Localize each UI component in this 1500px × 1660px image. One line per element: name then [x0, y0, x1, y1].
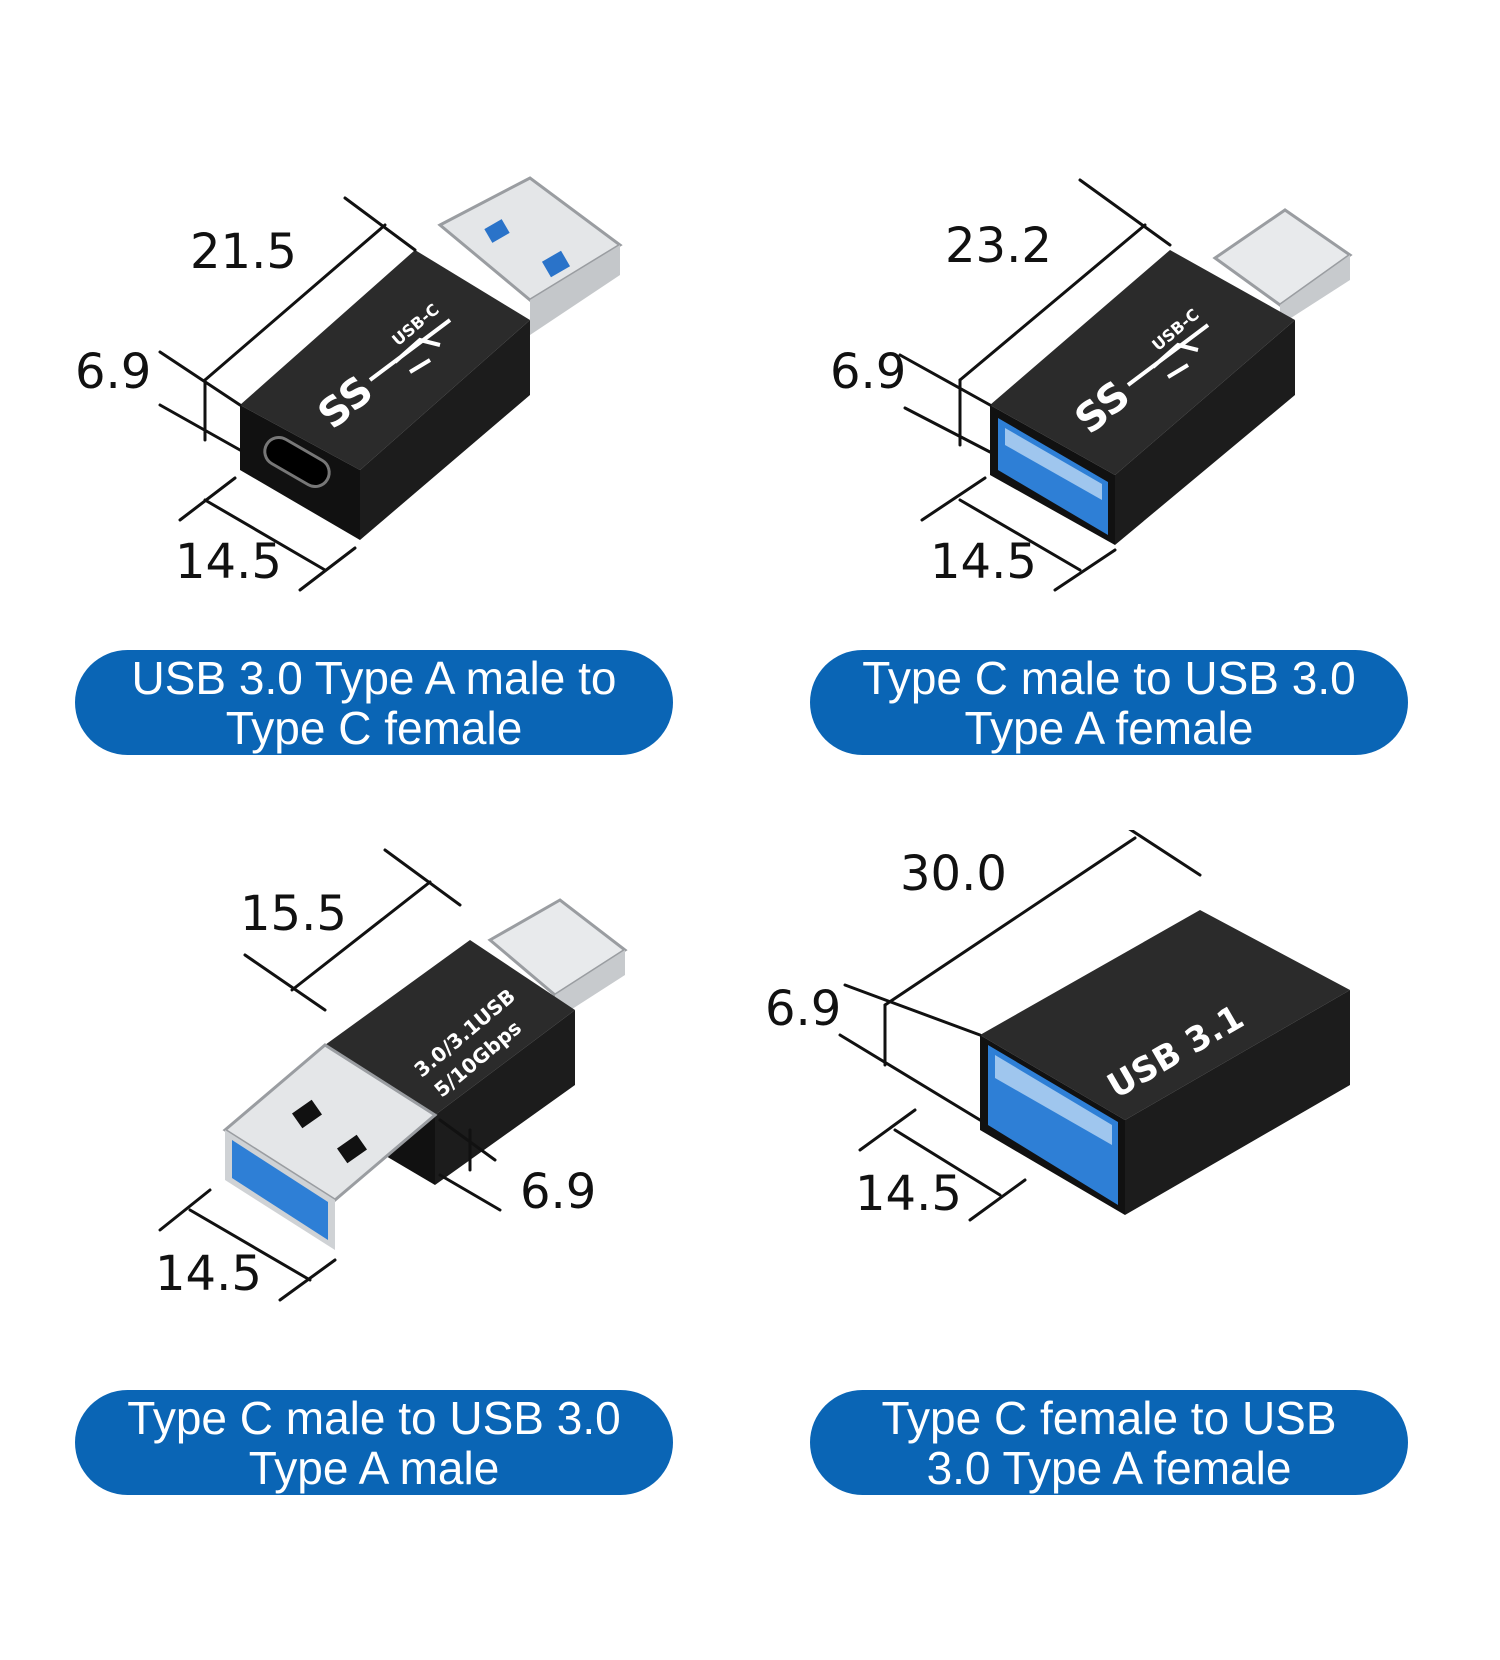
adapter-illustration-c-female-to-a-female: USB 3.1 30.0 6.9 14.5 [765, 830, 1350, 1222]
height-dimension: 6.9 [765, 981, 841, 1037]
adapter-body: USB 3.1 [980, 910, 1350, 1215]
label-line-2: 3.0 Type A female [926, 1441, 1292, 1494]
length-dimension: 30.0 [900, 846, 1007, 902]
label-line-2: Type A male [248, 1441, 500, 1494]
length-dimension: 15.5 [240, 886, 347, 942]
height-dimension: 6.9 [830, 344, 906, 400]
label-line-2: Type C female [225, 701, 523, 754]
width-dimension: 14.5 [155, 1246, 262, 1302]
product-panel-2: SS USB-C 23.2 6.9 14.5 Type C male to US… [750, 0, 1500, 830]
product-label: USB 3.0 Type A male to Type C female [75, 650, 673, 755]
label-line-1: USB 3.0 Type A male to [131, 651, 617, 704]
usb-c-plug [487, 898, 628, 1020]
width-dimension: 14.5 [175, 534, 282, 590]
product-panel-1: SS USB-C 21.5 6.9 14.5 USB 3.0 Type A ma… [0, 0, 750, 830]
usb-trident-icon [1126, 323, 1210, 387]
length-dimension: 23.2 [945, 218, 1052, 274]
usb-a-plug [222, 1043, 438, 1250]
usb-trident-icon [368, 318, 452, 382]
product-label: Type C male to USB 3.0 Type A male [75, 1390, 673, 1495]
product-panel-4: USB 3.1 30.0 6.9 14.5 Type C female to U… [750, 830, 1500, 1660]
adapter-illustration-c-to-a-male: 3.0/3.1USB 5/10Gbps 15.5 6.9 14.5 [155, 848, 628, 1302]
adapter-body: SS USB-C [990, 250, 1295, 545]
length-dimension: 21.5 [190, 224, 297, 280]
adapter-illustration-a-to-c: SS USB-C 21.5 6.9 14.5 [75, 176, 623, 592]
label-line-2: Type A female [964, 701, 1254, 754]
adapter-illustration-c-to-a: SS USB-C 23.2 6.9 14.5 [830, 178, 1353, 592]
usb-a-plug [437, 176, 623, 335]
width-dimension: 14.5 [930, 534, 1037, 590]
label-line-1: Type C male to USB 3.0 [127, 1391, 621, 1444]
label-line-1: Type C female to USB [881, 1391, 1337, 1444]
product-panel-3: 3.0/3.1USB 5/10Gbps 15.5 6.9 14.5 Type C… [0, 830, 750, 1660]
adapter-body: SS USB-C [240, 250, 530, 540]
height-dimension: 6.9 [520, 1164, 596, 1220]
product-label: Type C female to USB 3.0 Type A female [810, 1390, 1408, 1495]
usb-c-plug [1212, 208, 1353, 325]
label-line-1: Type C male to USB 3.0 [862, 651, 1356, 704]
product-label: Type C male to USB 3.0 Type A female [810, 650, 1408, 755]
width-dimension: 14.5 [855, 1166, 962, 1222]
adapter-body: 3.0/3.1USB 5/10Gbps [325, 940, 575, 1185]
height-dimension: 6.9 [75, 344, 151, 400]
